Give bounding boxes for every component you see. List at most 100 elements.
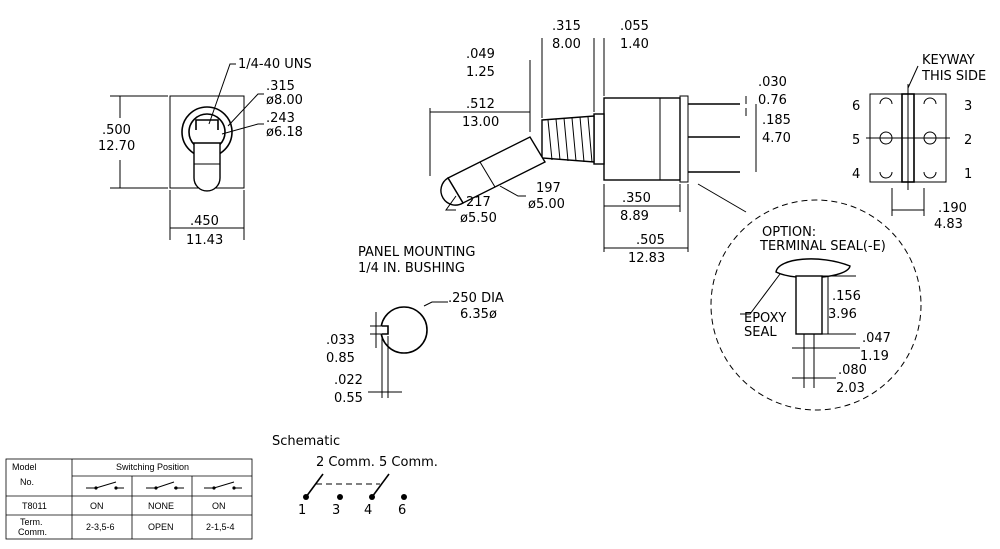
term-thick-in: .030 <box>758 75 787 90</box>
option-detail: OPTION: TERMINAL SEAL(-E) EPOXY SEAL .15… <box>697 183 922 411</box>
panel-key-notch <box>382 325 389 335</box>
flange-in: .055 <box>620 19 649 34</box>
term-thick-mm: 0.76 <box>758 93 787 108</box>
pin-6: 6 <box>852 99 860 114</box>
schematic-switch-2 <box>371 473 390 498</box>
height-in: .500 <box>102 123 131 138</box>
tip-mm: ø5.50 <box>460 211 497 226</box>
keyway-leader <box>907 65 919 89</box>
w-in: .047 <box>862 331 891 346</box>
option-title-2: TERMINAL SEAL(-E) <box>759 239 886 254</box>
epoxy-label-2: SEAL <box>744 325 777 340</box>
rear-view: KEYWAY THIS SIDE 6 3 5 2 4 1 .190 4.83 <box>852 53 986 232</box>
table-model-label-2: No. <box>20 477 34 487</box>
front-lever <box>193 142 221 192</box>
table-row1-col3: ON <box>212 501 226 511</box>
table-term-label-2: Comm. <box>18 527 47 537</box>
w2-mm: 2.03 <box>836 381 865 396</box>
pin-2: 2 <box>964 133 972 148</box>
side-lever-tip <box>440 177 464 206</box>
switching-table: Model No. Switching Position T8011 ON NO… <box>5 458 253 540</box>
spacing-in: .190 <box>938 201 967 216</box>
inner-dia-in: .243 <box>266 111 295 126</box>
epoxy-leader <box>740 273 781 315</box>
body-in: .350 <box>622 191 651 206</box>
side-body <box>603 97 681 181</box>
rear-bottom-terminals <box>879 171 937 179</box>
side-flange <box>593 113 605 165</box>
switch-position-icons <box>86 481 242 490</box>
epoxy-blob <box>775 258 851 279</box>
outer-dia-mm: ø8.00 <box>266 93 303 108</box>
schematic-pin-4: 4 <box>364 503 372 518</box>
epoxy-label-1: EPOXY <box>744 311 786 326</box>
width-in: .450 <box>190 214 219 229</box>
schematic-title: Schematic <box>272 434 340 449</box>
gap-mm: 1.25 <box>466 65 495 80</box>
flange-mm: 1.40 <box>620 37 649 52</box>
table-row1-col2: NONE <box>148 501 174 511</box>
overall-mm: 12.83 <box>628 251 665 266</box>
inner-dia-leader <box>221 123 264 135</box>
lever-in: .512 <box>466 97 495 112</box>
schematic-switch-1 <box>305 473 324 498</box>
schematic-pin3-dot <box>337 494 343 500</box>
table-switching-header: Switching Position <box>116 462 189 472</box>
panel-dia-leader <box>423 301 448 307</box>
side-terminal-block <box>679 95 689 183</box>
inner-dia-mm: ø6.18 <box>266 125 303 140</box>
keyway-label-2: THIS SIDE <box>921 69 986 84</box>
tip-in: 217 <box>466 195 491 210</box>
table-row1-col1: ON <box>90 501 104 511</box>
schematic-pin-1: 1 <box>298 503 306 518</box>
key-w-in: .033 <box>326 333 355 348</box>
h-in: .156 <box>832 289 861 304</box>
bushing-len-mm: 8.00 <box>552 37 581 52</box>
schematic-pin-3: 3 <box>332 503 340 518</box>
term-pitch-in: .185 <box>762 113 791 128</box>
option-title-1: OPTION: <box>762 225 816 240</box>
schematic: Schematic 2 Comm. 5 Comm. 1 3 4 6 <box>272 434 438 518</box>
h-mm: 3.96 <box>828 307 857 322</box>
rear-top-terminals <box>879 97 937 105</box>
outer-dia-leader <box>227 93 264 127</box>
key-d-in: .022 <box>334 373 363 388</box>
handle-mm: ø5.00 <box>528 197 565 212</box>
panel-mounting: PANEL MOUNTING 1/4 IN. BUSHING .250 DIA … <box>326 245 504 406</box>
side-view: .315 8.00 .055 1.40 .049 1.25 .512 13.00… <box>429 19 791 266</box>
width-mm: 11.43 <box>186 233 223 248</box>
keyway-label-1: KEYWAY <box>922 53 975 68</box>
schematic-pin-6: 6 <box>398 503 406 518</box>
schematic-pin6-dot <box>401 494 407 500</box>
detail-circle <box>710 199 922 411</box>
w-mm: 1.19 <box>860 349 889 364</box>
panel-dia-mm: 6.35ø <box>460 307 497 322</box>
spacing-mm: 4.83 <box>934 217 963 232</box>
bushing-threads <box>547 116 593 163</box>
table-row2-col1: 2-3,5-6 <box>86 522 115 532</box>
panel-title-1: PANEL MOUNTING <box>358 245 475 260</box>
overall-in: .505 <box>636 233 665 248</box>
table-row2-col3: 2-1,5-4 <box>206 522 235 532</box>
detail-leader <box>697 183 747 213</box>
pin-3: 3 <box>964 99 972 114</box>
table-border <box>5 458 253 540</box>
side-lever-step <box>479 161 496 188</box>
tip-leader <box>445 195 457 211</box>
thread-label: 1/4-40 UNS <box>238 57 312 72</box>
lever-mm: 13.00 <box>462 115 499 130</box>
term-pitch-mm: 4.70 <box>762 131 791 146</box>
w2-in: .080 <box>838 363 867 378</box>
body-mm: 8.89 <box>620 209 649 224</box>
key-w-mm: 0.85 <box>326 351 355 366</box>
outer-dia-in: .315 <box>266 79 295 94</box>
side-lever <box>447 136 546 204</box>
bushing-len-in: .315 <box>552 19 581 34</box>
pin-5: 5 <box>852 133 860 148</box>
schematic-comm: 2 Comm. 5 Comm. <box>316 455 438 470</box>
keyway-notch <box>195 119 219 130</box>
seal-terminal <box>795 275 823 335</box>
height-mm: 12.70 <box>98 139 135 154</box>
panel-title-2: 1/4 IN. BUSHING <box>358 261 465 276</box>
